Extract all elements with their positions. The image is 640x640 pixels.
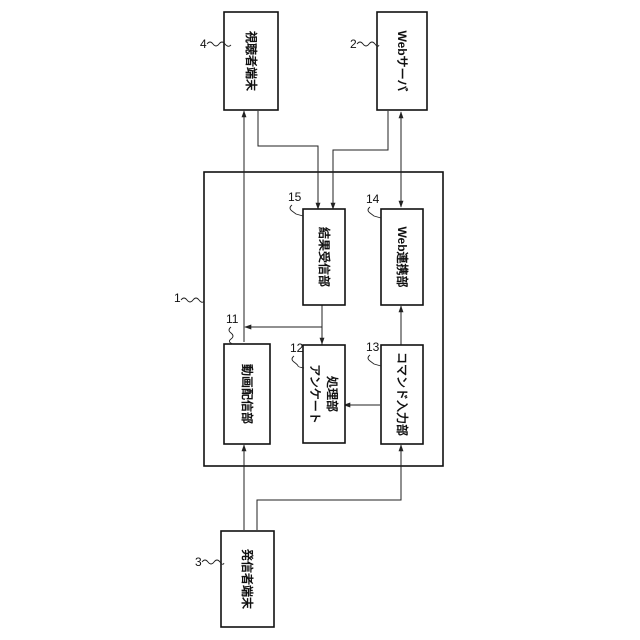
result-receive-label: 結果受信部 (317, 227, 332, 287)
wire-questionnaire-to-video (245, 327, 322, 345)
ref-video-distribution: 11 (226, 312, 239, 326)
ref-questionnaire: 12 (290, 341, 304, 355)
wire-sender-to-command (257, 445, 401, 530)
ref-web-server: 2 (350, 37, 357, 51)
ref-command-input: 13 (366, 340, 380, 354)
wire-webserver-to-result (333, 111, 388, 209)
video-distribution-label: 動画配信部 (240, 364, 255, 424)
leader-system (181, 298, 204, 302)
command-input-label: コマンド入力部 (395, 352, 410, 436)
leader-web-link (368, 207, 381, 218)
ref-result-receive: 15 (288, 190, 302, 204)
web-server-label: Webサーバ (395, 31, 409, 92)
leader-result-receive (290, 205, 303, 216)
ref-sender-terminal: 3 (195, 555, 202, 569)
leader-command-input (368, 355, 381, 366)
questionnaire-label-line2: 処理部 (325, 375, 340, 412)
ref-system: 1 (174, 291, 181, 305)
ref-web-link: 14 (366, 192, 380, 206)
leader-web-server (357, 42, 379, 46)
viewer-terminal-label: 視聴者端末 (244, 30, 259, 92)
web-link-label: Web連携部 (395, 226, 410, 287)
sender-terminal-label: 発信者端末 (240, 548, 255, 610)
leader-video-distribution (229, 327, 233, 344)
questionnaire-label-line1: アンケート (308, 364, 322, 424)
ref-viewer-terminal: 4 (200, 37, 207, 51)
